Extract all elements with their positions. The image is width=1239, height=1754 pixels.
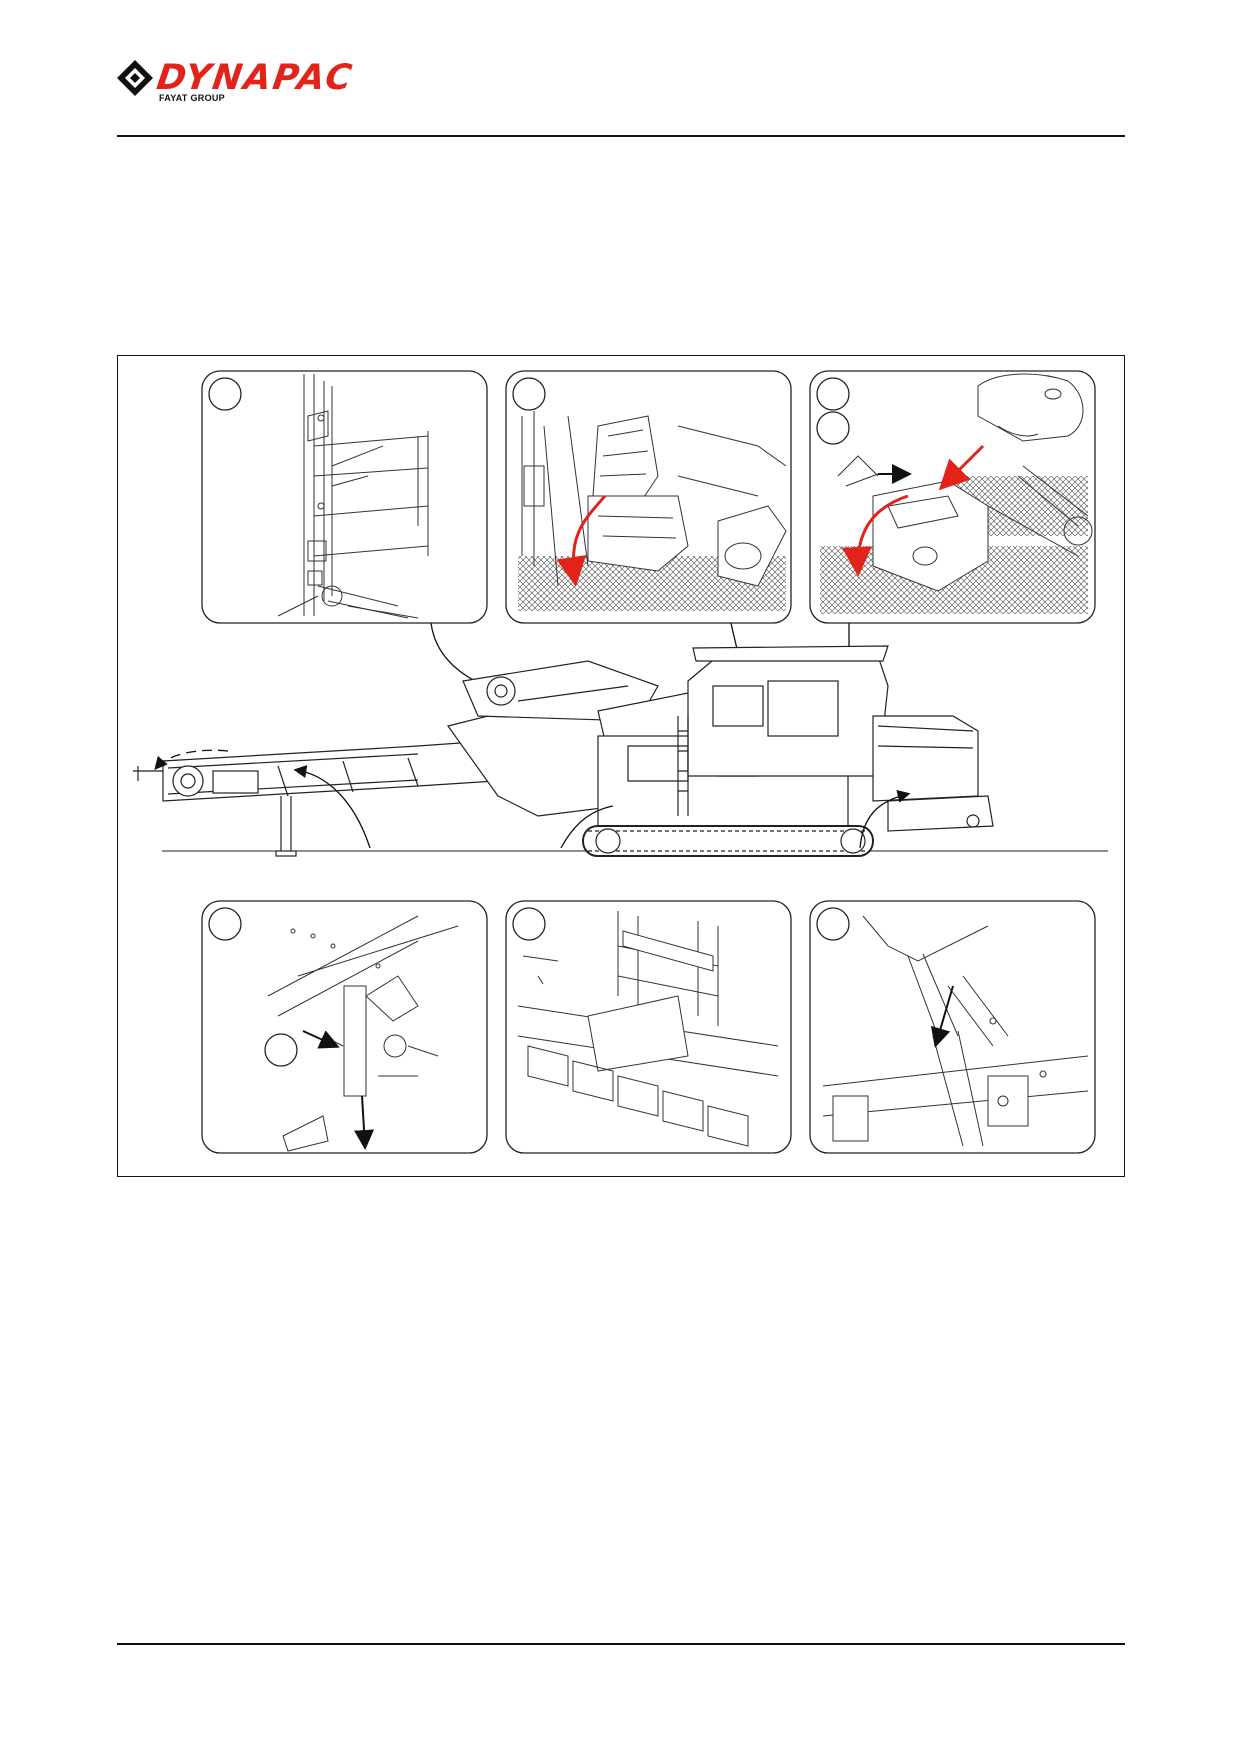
dynapac-logo: DYNAPAC FAYAT GROUP (115, 56, 415, 106)
detail-panel-top-left (201, 370, 488, 624)
callout-circle (208, 907, 242, 941)
footer-rule (117, 1643, 1125, 1645)
leader-line (560, 805, 614, 849)
callout-circle (816, 377, 850, 411)
callout-circle (816, 411, 850, 445)
callout-circle (264, 1033, 298, 1067)
detail-panel-bottom-right (809, 900, 1096, 1154)
brand-tagline: FAYAT GROUP (159, 93, 225, 103)
detail-panel-bottom-center (505, 900, 792, 1154)
leader-line (293, 765, 371, 849)
callout-circle (512, 907, 546, 941)
callout-circle (208, 377, 242, 411)
detail-panel-top-center (505, 370, 792, 624)
detail-panel-top-right (809, 370, 1096, 624)
logo-mark-icon (117, 60, 153, 96)
callout-circle (816, 907, 850, 941)
machine-figure (117, 355, 1125, 1177)
header-rule (117, 135, 1125, 137)
callout-circle (512, 377, 546, 411)
leader-line (859, 790, 911, 849)
brand-name: DYNAPAC (154, 58, 357, 98)
paver-machine-illustration (133, 645, 1108, 857)
detail-panel-bottom-left (201, 900, 488, 1154)
